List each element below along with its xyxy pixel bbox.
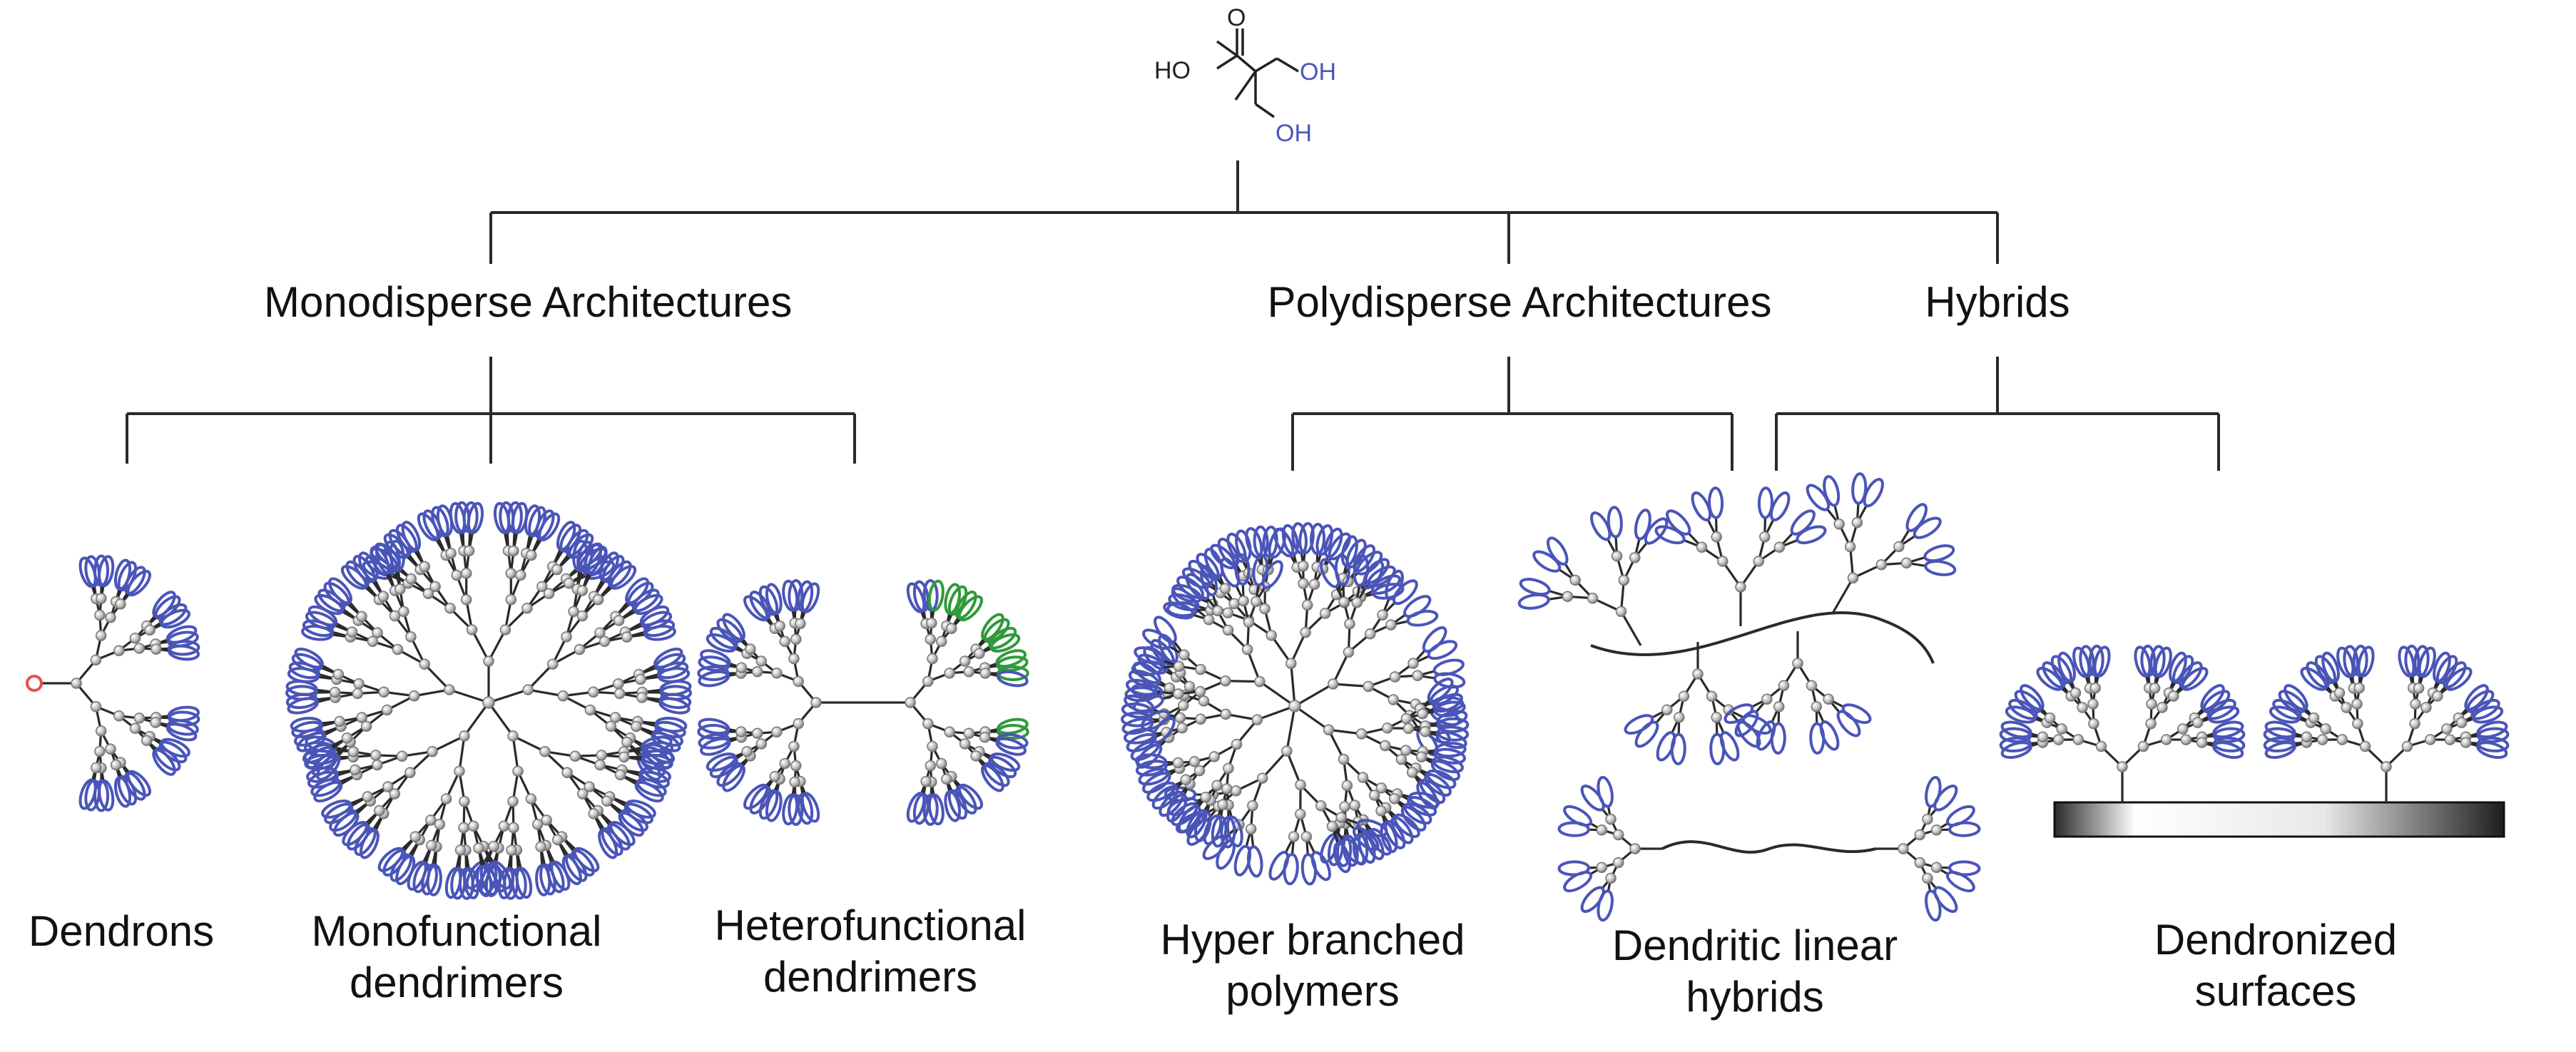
label-monofunctional: Monofunctional dendrimers <box>271 906 642 1008</box>
carbonyl-o-label: O <box>1227 4 1246 31</box>
molecule-atom-labels: O HO OH OH <box>1154 4 1336 147</box>
label-dendritic-linear: Dendritic linear hybrids <box>1569 920 1940 1023</box>
linear-end-dendron <box>1559 776 1662 921</box>
label-dendronized-line2: surfaces <box>2090 966 2461 1017</box>
linear-dendritic-block-icon <box>1662 842 1876 852</box>
bis-mpa-molecule <box>1217 29 1298 117</box>
hybrid-pendant-dendron <box>1803 474 1955 612</box>
category-polydisperse: Polydisperse Architectures <box>1220 277 1819 328</box>
hybrid-pendant-dendron <box>1518 507 1670 645</box>
category-monodisperse: Monodisperse Architectures <box>264 277 721 328</box>
label-dendrons: Dendrons <box>0 906 243 957</box>
hyperbranched-arm <box>1295 675 1468 867</box>
heterofunctional-right-dendron <box>877 580 1028 824</box>
hydroxyl-left-label: HO <box>1154 57 1191 84</box>
dendron-icon <box>39 556 199 811</box>
dendrimer-core-icon <box>483 697 494 708</box>
hydroxyl-right-label: OH <box>1300 58 1336 86</box>
label-monofunctional-line2: dendrimers <box>271 957 642 1008</box>
hyperbranched-core-icon <box>1289 700 1300 712</box>
label-heterofunctional: Heterofunctional dendrimers <box>671 900 1070 1003</box>
label-monofunctional-line1: Monofunctional <box>271 906 642 957</box>
label-hyperbranched: Hyper branched polymers <box>1127 914 1498 1017</box>
linear-end-dendron <box>1876 776 1980 921</box>
category-hybrids: Hybrids <box>1883 277 2112 328</box>
label-dendronized: Dendronized surfaces <box>2090 914 2461 1017</box>
dendrimer-arm <box>305 703 514 899</box>
surface-substrate-icon <box>2055 802 2504 837</box>
surface-dendron <box>2264 645 2508 802</box>
hybrid-pendant-dendron <box>1723 631 1873 753</box>
dendritic-linear-hybrid-icon <box>1591 613 1933 663</box>
label-dendronized-line1: Dendronized <box>2090 914 2461 966</box>
heterofunctional-left-dendron <box>698 580 849 824</box>
label-hyperbranched-line2: polymers <box>1127 966 1498 1017</box>
surface-dendron <box>2000 645 2244 802</box>
label-dendritic-linear-line1: Dendritic linear <box>1569 920 1940 971</box>
label-heterofunctional-line2: dendrimers <box>671 951 1070 1003</box>
hyperbranched-arm <box>1122 633 1295 847</box>
focal-point-icon <box>27 676 41 690</box>
hydroxyl-bottom-label: OH <box>1276 120 1312 147</box>
label-dendrons-line1: Dendrons <box>0 906 243 957</box>
dendrimer-arm <box>464 703 673 899</box>
label-heterofunctional-line1: Heterofunctional <box>671 900 1070 951</box>
hybrid-pendant-dendron <box>1623 642 1773 764</box>
label-hyperbranched-line1: Hyper branched <box>1127 914 1498 966</box>
label-dendritic-linear-line2: hybrids <box>1569 971 1940 1023</box>
hybrid-pendant-dendron <box>1654 488 1827 626</box>
architecture-icons <box>27 474 2508 921</box>
